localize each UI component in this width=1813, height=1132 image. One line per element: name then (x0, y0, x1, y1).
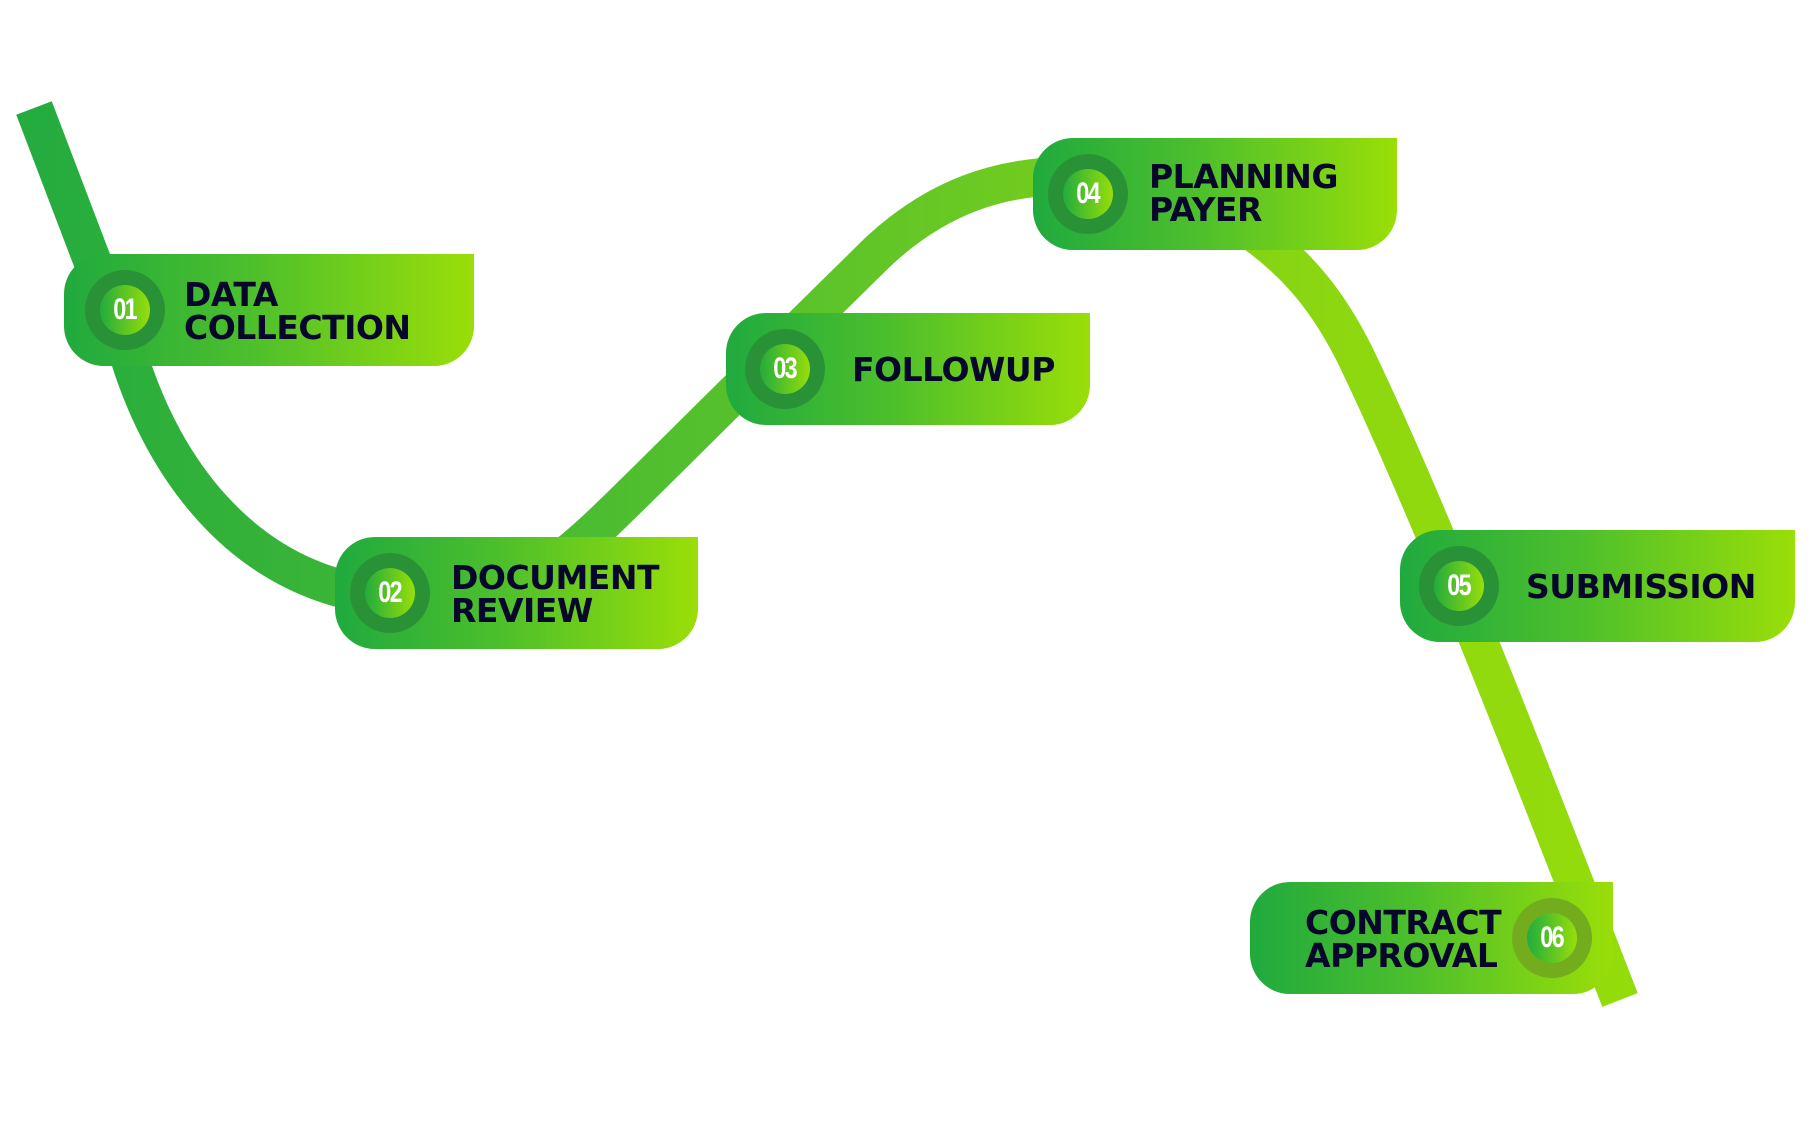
step-card-01: 01 DATA COLLECTION (64, 254, 474, 366)
step-label-line: REVIEW (451, 591, 593, 630)
step-label: CONTRACT APPROVAL (1305, 903, 1502, 975)
step-label: SUBMISSION (1526, 570, 1756, 603)
step-label-line: APPROVAL (1305, 936, 1498, 975)
step-number: 01 (113, 293, 138, 326)
step-number-badge: 03 (745, 329, 825, 409)
flow-connector-line (16, 101, 1638, 1007)
step-number-badge: 05 (1419, 546, 1499, 626)
step-card-04: 04 PLANNING PAYER (1033, 138, 1397, 250)
step-number: 04 (1076, 177, 1101, 210)
step-label: DOCUMENT REVIEW (451, 561, 659, 627)
step-number-badge: 01 (85, 270, 165, 350)
step-label: DATA COLLECTION (184, 278, 411, 344)
step-label: PLANNING PAYER (1149, 160, 1338, 226)
step-label-line: PLANNING (1149, 157, 1338, 196)
step-number: 02 (378, 576, 403, 609)
step-label-line: FOLLOWUP (852, 350, 1055, 389)
step-card-02: 02 DOCUMENT REVIEW (335, 537, 698, 649)
step-label-line: DATA (184, 275, 278, 314)
step-number: 06 (1540, 921, 1565, 954)
step-card-05: 05 SUBMISSION (1400, 530, 1795, 642)
step-number-badge: 04 (1048, 154, 1128, 234)
step-number-badge: 06 (1512, 898, 1592, 978)
step-label: FOLLOWUP (852, 353, 1055, 386)
step-label-line: DOCUMENT (451, 558, 659, 597)
step-number-badge: 02 (350, 553, 430, 633)
step-label-line: SUBMISSION (1526, 567, 1756, 606)
step-card-03: 03 FOLLOWUP (726, 313, 1090, 425)
step-label-line: PAYER (1149, 190, 1262, 229)
step-label-line: COLLECTION (184, 308, 411, 347)
step-label-line: CONTRACT (1305, 903, 1502, 942)
step-card-06: CONTRACT APPROVAL 06 (1250, 882, 1613, 994)
step-number: 03 (773, 352, 798, 385)
step-number: 05 (1447, 569, 1472, 602)
